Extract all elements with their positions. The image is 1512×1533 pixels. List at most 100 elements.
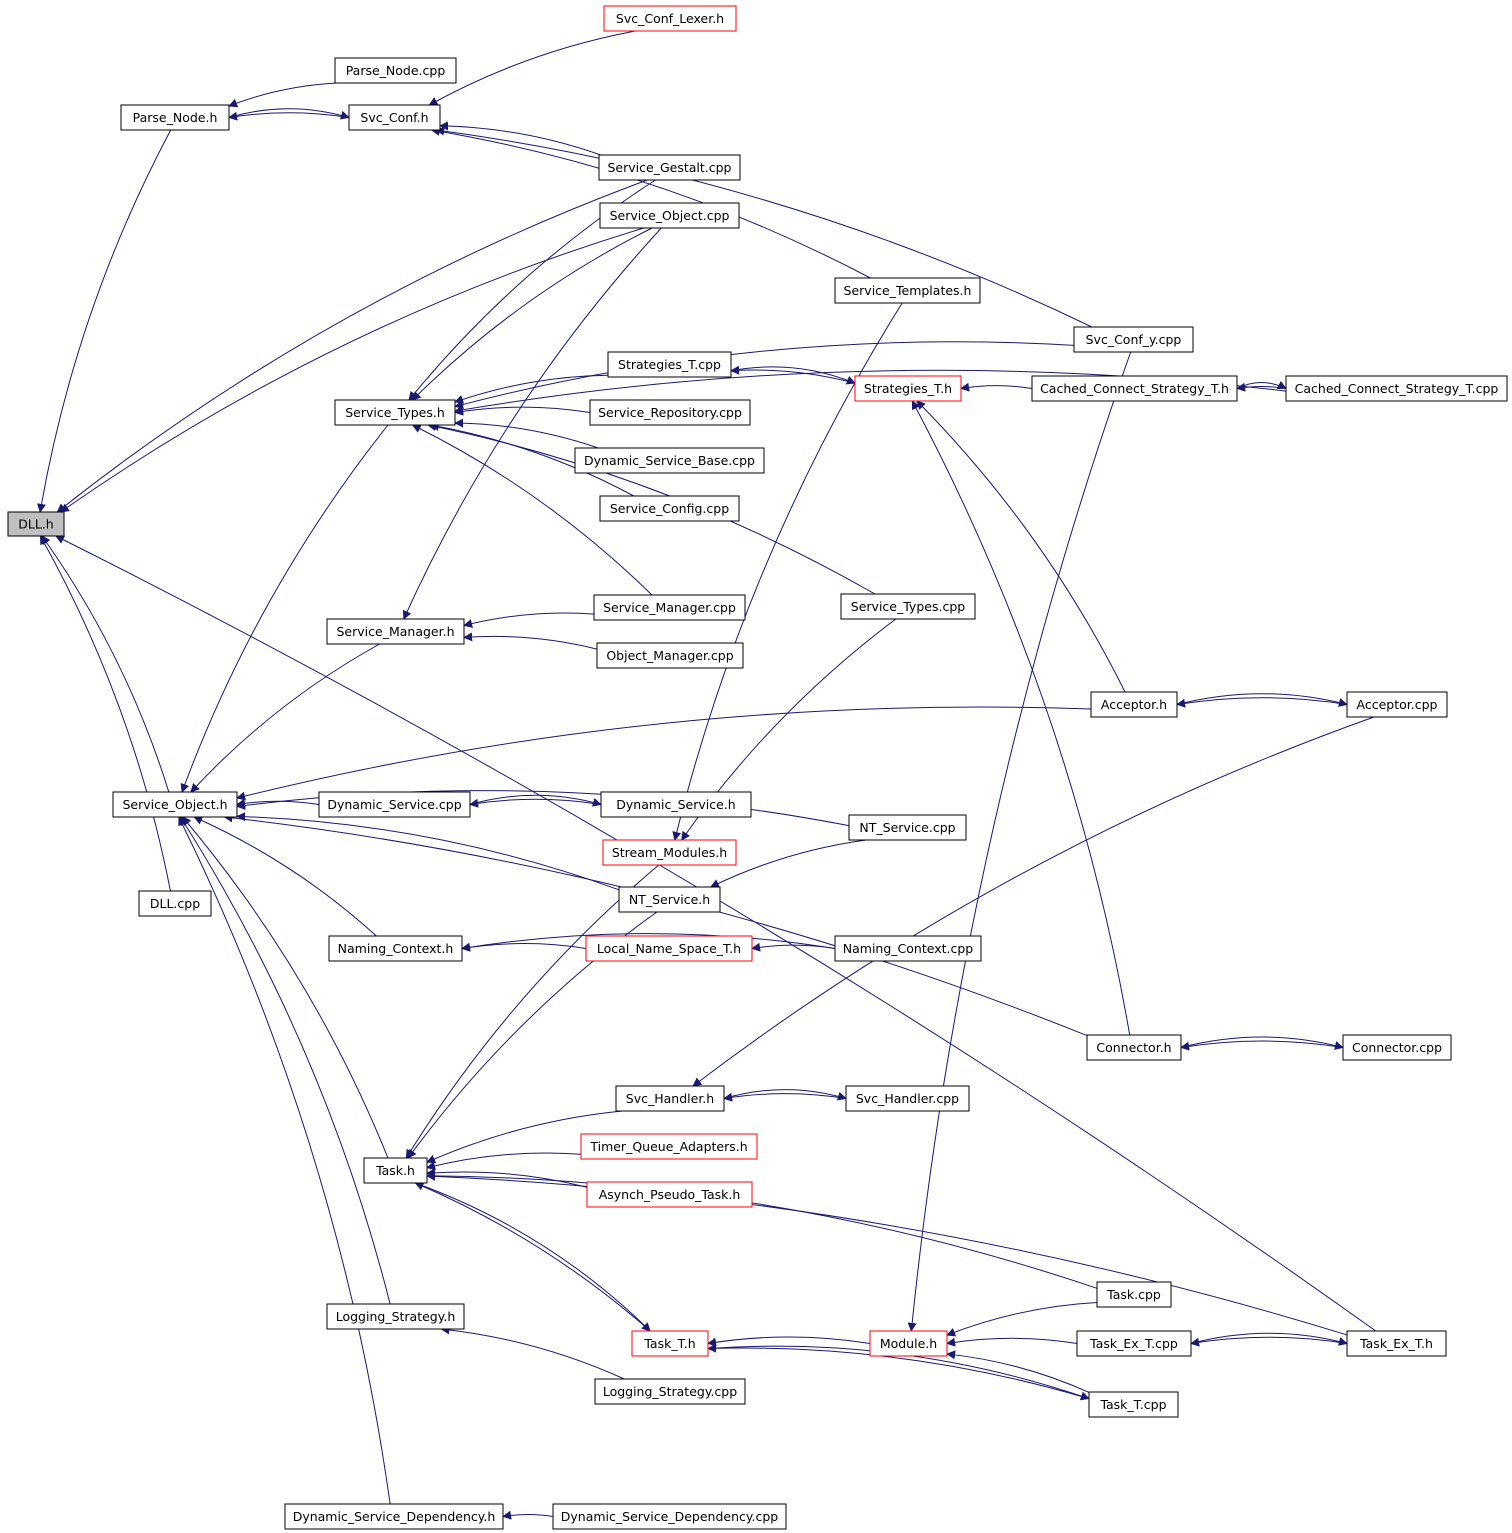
- node-dynamic_service_h[interactable]: Dynamic_Service.h: [600, 791, 752, 818]
- node-service_gestalt_cpp[interactable]: Service_Gestalt.cpp: [598, 154, 741, 181]
- node-box-service_types_h[interactable]: [334, 399, 456, 426]
- node-box-nt_service_cpp[interactable]: [848, 814, 967, 841]
- node-box-module_h[interactable]: [869, 1330, 948, 1357]
- node-box-service_repository_cpp[interactable]: [589, 399, 751, 426]
- node-box-acceptor_h[interactable]: [1090, 691, 1178, 718]
- node-box-parse_node_cpp[interactable]: [334, 57, 457, 84]
- node-local_name_space_t_h[interactable]: Local_Name_Space_T.h: [585, 935, 753, 962]
- node-box-task_cpp[interactable]: [1096, 1281, 1172, 1308]
- node-box-service_types_cpp[interactable]: [840, 593, 976, 620]
- node-box-asynch_pseudo_task_h[interactable]: [586, 1181, 753, 1208]
- node-service_templates_h[interactable]: Service_Templates.h: [834, 277, 981, 304]
- node-box-timer_queue_adapters_h[interactable]: [580, 1133, 758, 1160]
- node-box-parse_node_h[interactable]: [120, 104, 230, 131]
- node-timer_queue_adapters_h[interactable]: Timer_Queue_Adapters.h: [580, 1133, 758, 1160]
- node-acceptor_h[interactable]: Acceptor.h: [1090, 691, 1178, 718]
- node-dll_h[interactable]: DLL.h: [7, 511, 65, 537]
- node-box-svc_conf_h[interactable]: [348, 104, 441, 131]
- node-task_ex_t_h[interactable]: Task_Ex_T.h: [1346, 1330, 1447, 1357]
- node-box-dynamic_service_dependency_h[interactable]: [284, 1503, 504, 1530]
- node-box-cached_connect_strategy_t_h[interactable]: [1031, 375, 1238, 402]
- node-logging_strategy_h[interactable]: Logging_Strategy.h: [326, 1303, 465, 1330]
- node-svc_conf_lexer_h[interactable]: Svc_Conf_Lexer.h: [603, 5, 737, 32]
- node-box-svc_conf_lexer_h[interactable]: [603, 5, 737, 32]
- node-logging_strategy_cpp[interactable]: Logging_Strategy.cpp: [594, 1378, 746, 1405]
- node-box-object_manager_cpp[interactable]: [596, 642, 744, 669]
- node-box-task_t_h[interactable]: [631, 1330, 709, 1357]
- node-box-connector_cpp[interactable]: [1342, 1034, 1452, 1061]
- node-asynch_pseudo_task_h[interactable]: Asynch_Pseudo_Task.h: [586, 1181, 753, 1208]
- node-box-task_t_cpp[interactable]: [1088, 1391, 1179, 1418]
- node-naming_context_h[interactable]: Naming_Context.h: [328, 935, 463, 962]
- node-dynamic_service_base_cpp[interactable]: Dynamic_Service_Base.cpp: [574, 447, 765, 474]
- node-box-service_object_cpp[interactable]: [599, 202, 740, 229]
- node-parse_node_cpp[interactable]: Parse_Node.cpp: [334, 57, 457, 84]
- node-box-acceptor_cpp[interactable]: [1346, 691, 1448, 718]
- node-dll_cpp[interactable]: DLL.cpp: [138, 890, 212, 917]
- node-nt_service_cpp[interactable]: NT_Service.cpp: [848, 814, 967, 841]
- node-cached_connect_strategy_t_cpp[interactable]: Cached_Connect_Strategy_T.cpp: [1285, 375, 1508, 402]
- node-dynamic_service_dependency_h[interactable]: Dynamic_Service_Dependency.h: [284, 1503, 504, 1530]
- node-strategies_t_h[interactable]: Strategies_T.h: [854, 375, 962, 402]
- node-task_t_h[interactable]: Task_T.h: [631, 1330, 709, 1357]
- node-box-svc_handler_cpp[interactable]: [845, 1085, 970, 1112]
- node-task_cpp[interactable]: Task.cpp: [1096, 1281, 1172, 1308]
- node-box-dynamic_service_cpp[interactable]: [318, 791, 471, 818]
- node-strategies_t_cpp[interactable]: Strategies_T.cpp: [607, 351, 732, 378]
- node-box-dynamic_service_dependency_cpp[interactable]: [552, 1503, 787, 1530]
- node-dynamic_service_dependency_cpp[interactable]: Dynamic_Service_Dependency.cpp: [552, 1503, 787, 1530]
- node-box-service_gestalt_cpp[interactable]: [598, 154, 741, 181]
- node-box-strategies_t_cpp[interactable]: [607, 351, 732, 378]
- node-box-strategies_t_h[interactable]: [854, 375, 962, 402]
- node-acceptor_cpp[interactable]: Acceptor.cpp: [1346, 691, 1448, 718]
- node-task_t_cpp[interactable]: Task_T.cpp: [1088, 1391, 1179, 1418]
- node-box-dynamic_service_h[interactable]: [600, 791, 752, 818]
- node-box-naming_context_h[interactable]: [328, 935, 463, 962]
- node-parse_node_h[interactable]: Parse_Node.h: [120, 104, 230, 131]
- node-box-local_name_space_t_h[interactable]: [585, 935, 753, 962]
- node-box-nt_service_h[interactable]: [618, 886, 721, 913]
- node-box-cached_connect_strategy_t_cpp[interactable]: [1285, 375, 1508, 402]
- node-svc_handler_cpp[interactable]: Svc_Handler.cpp: [845, 1085, 970, 1112]
- node-connector_cpp[interactable]: Connector.cpp: [1342, 1034, 1452, 1061]
- node-box-service_object_h[interactable]: [112, 791, 238, 818]
- node-service_object_cpp[interactable]: Service_Object.cpp: [599, 202, 740, 229]
- node-nt_service_h[interactable]: NT_Service.h: [618, 886, 721, 913]
- node-service_types_h[interactable]: Service_Types.h: [334, 399, 456, 426]
- node-box-connector_h[interactable]: [1086, 1034, 1182, 1061]
- node-service_types_cpp[interactable]: Service_Types.cpp: [840, 593, 976, 620]
- node-box-dll_cpp[interactable]: [138, 890, 212, 917]
- node-service_config_cpp[interactable]: Service_Config.cpp: [599, 495, 740, 522]
- node-box-task_h[interactable]: [363, 1157, 428, 1184]
- node-box-logging_strategy_h[interactable]: [326, 1303, 465, 1330]
- node-service_repository_cpp[interactable]: Service_Repository.cpp: [589, 399, 751, 426]
- node-object_manager_cpp[interactable]: Object_Manager.cpp: [596, 642, 744, 669]
- node-cached_connect_strategy_t_h[interactable]: Cached_Connect_Strategy_T.h: [1031, 375, 1238, 402]
- node-svc_conf_h[interactable]: Svc_Conf.h: [348, 104, 441, 131]
- node-box-task_ex_t_h[interactable]: [1346, 1330, 1447, 1357]
- node-box-dynamic_service_base_cpp[interactable]: [574, 447, 765, 474]
- node-task_ex_t_cpp[interactable]: Task_Ex_T.cpp: [1076, 1330, 1192, 1357]
- node-svc_handler_h[interactable]: Svc_Handler.h: [615, 1085, 725, 1112]
- node-dynamic_service_cpp[interactable]: Dynamic_Service.cpp: [318, 791, 471, 818]
- node-box-service_templates_h[interactable]: [834, 277, 981, 304]
- node-box-svc_conf_y_cpp[interactable]: [1073, 326, 1194, 353]
- node-box-svc_handler_h[interactable]: [615, 1085, 725, 1112]
- node-service_object_h[interactable]: Service_Object.h: [112, 791, 238, 818]
- node-stream_modules_h[interactable]: Stream_Modules.h: [602, 839, 737, 866]
- node-service_manager_cpp[interactable]: Service_Manager.cpp: [593, 594, 746, 621]
- node-box-service_config_cpp[interactable]: [599, 495, 740, 522]
- node-naming_context_cpp[interactable]: Naming_Context.cpp: [834, 935, 982, 962]
- node-svc_conf_y_cpp[interactable]: Svc_Conf_y.cpp: [1073, 326, 1194, 353]
- node-box-logging_strategy_cpp[interactable]: [594, 1378, 746, 1405]
- node-box-naming_context_cpp[interactable]: [834, 935, 982, 962]
- node-box-service_manager_h[interactable]: [326, 618, 465, 645]
- node-task_h[interactable]: Task.h: [363, 1157, 428, 1184]
- node-box-dll_h[interactable]: [7, 511, 65, 537]
- node-box-task_ex_t_cpp[interactable]: [1076, 1330, 1192, 1357]
- node-service_manager_h[interactable]: Service_Manager.h: [326, 618, 465, 645]
- node-connector_h[interactable]: Connector.h: [1086, 1034, 1182, 1061]
- node-module_h[interactable]: Module.h: [869, 1330, 948, 1357]
- node-box-service_manager_cpp[interactable]: [593, 594, 746, 621]
- node-box-stream_modules_h[interactable]: [602, 839, 737, 866]
